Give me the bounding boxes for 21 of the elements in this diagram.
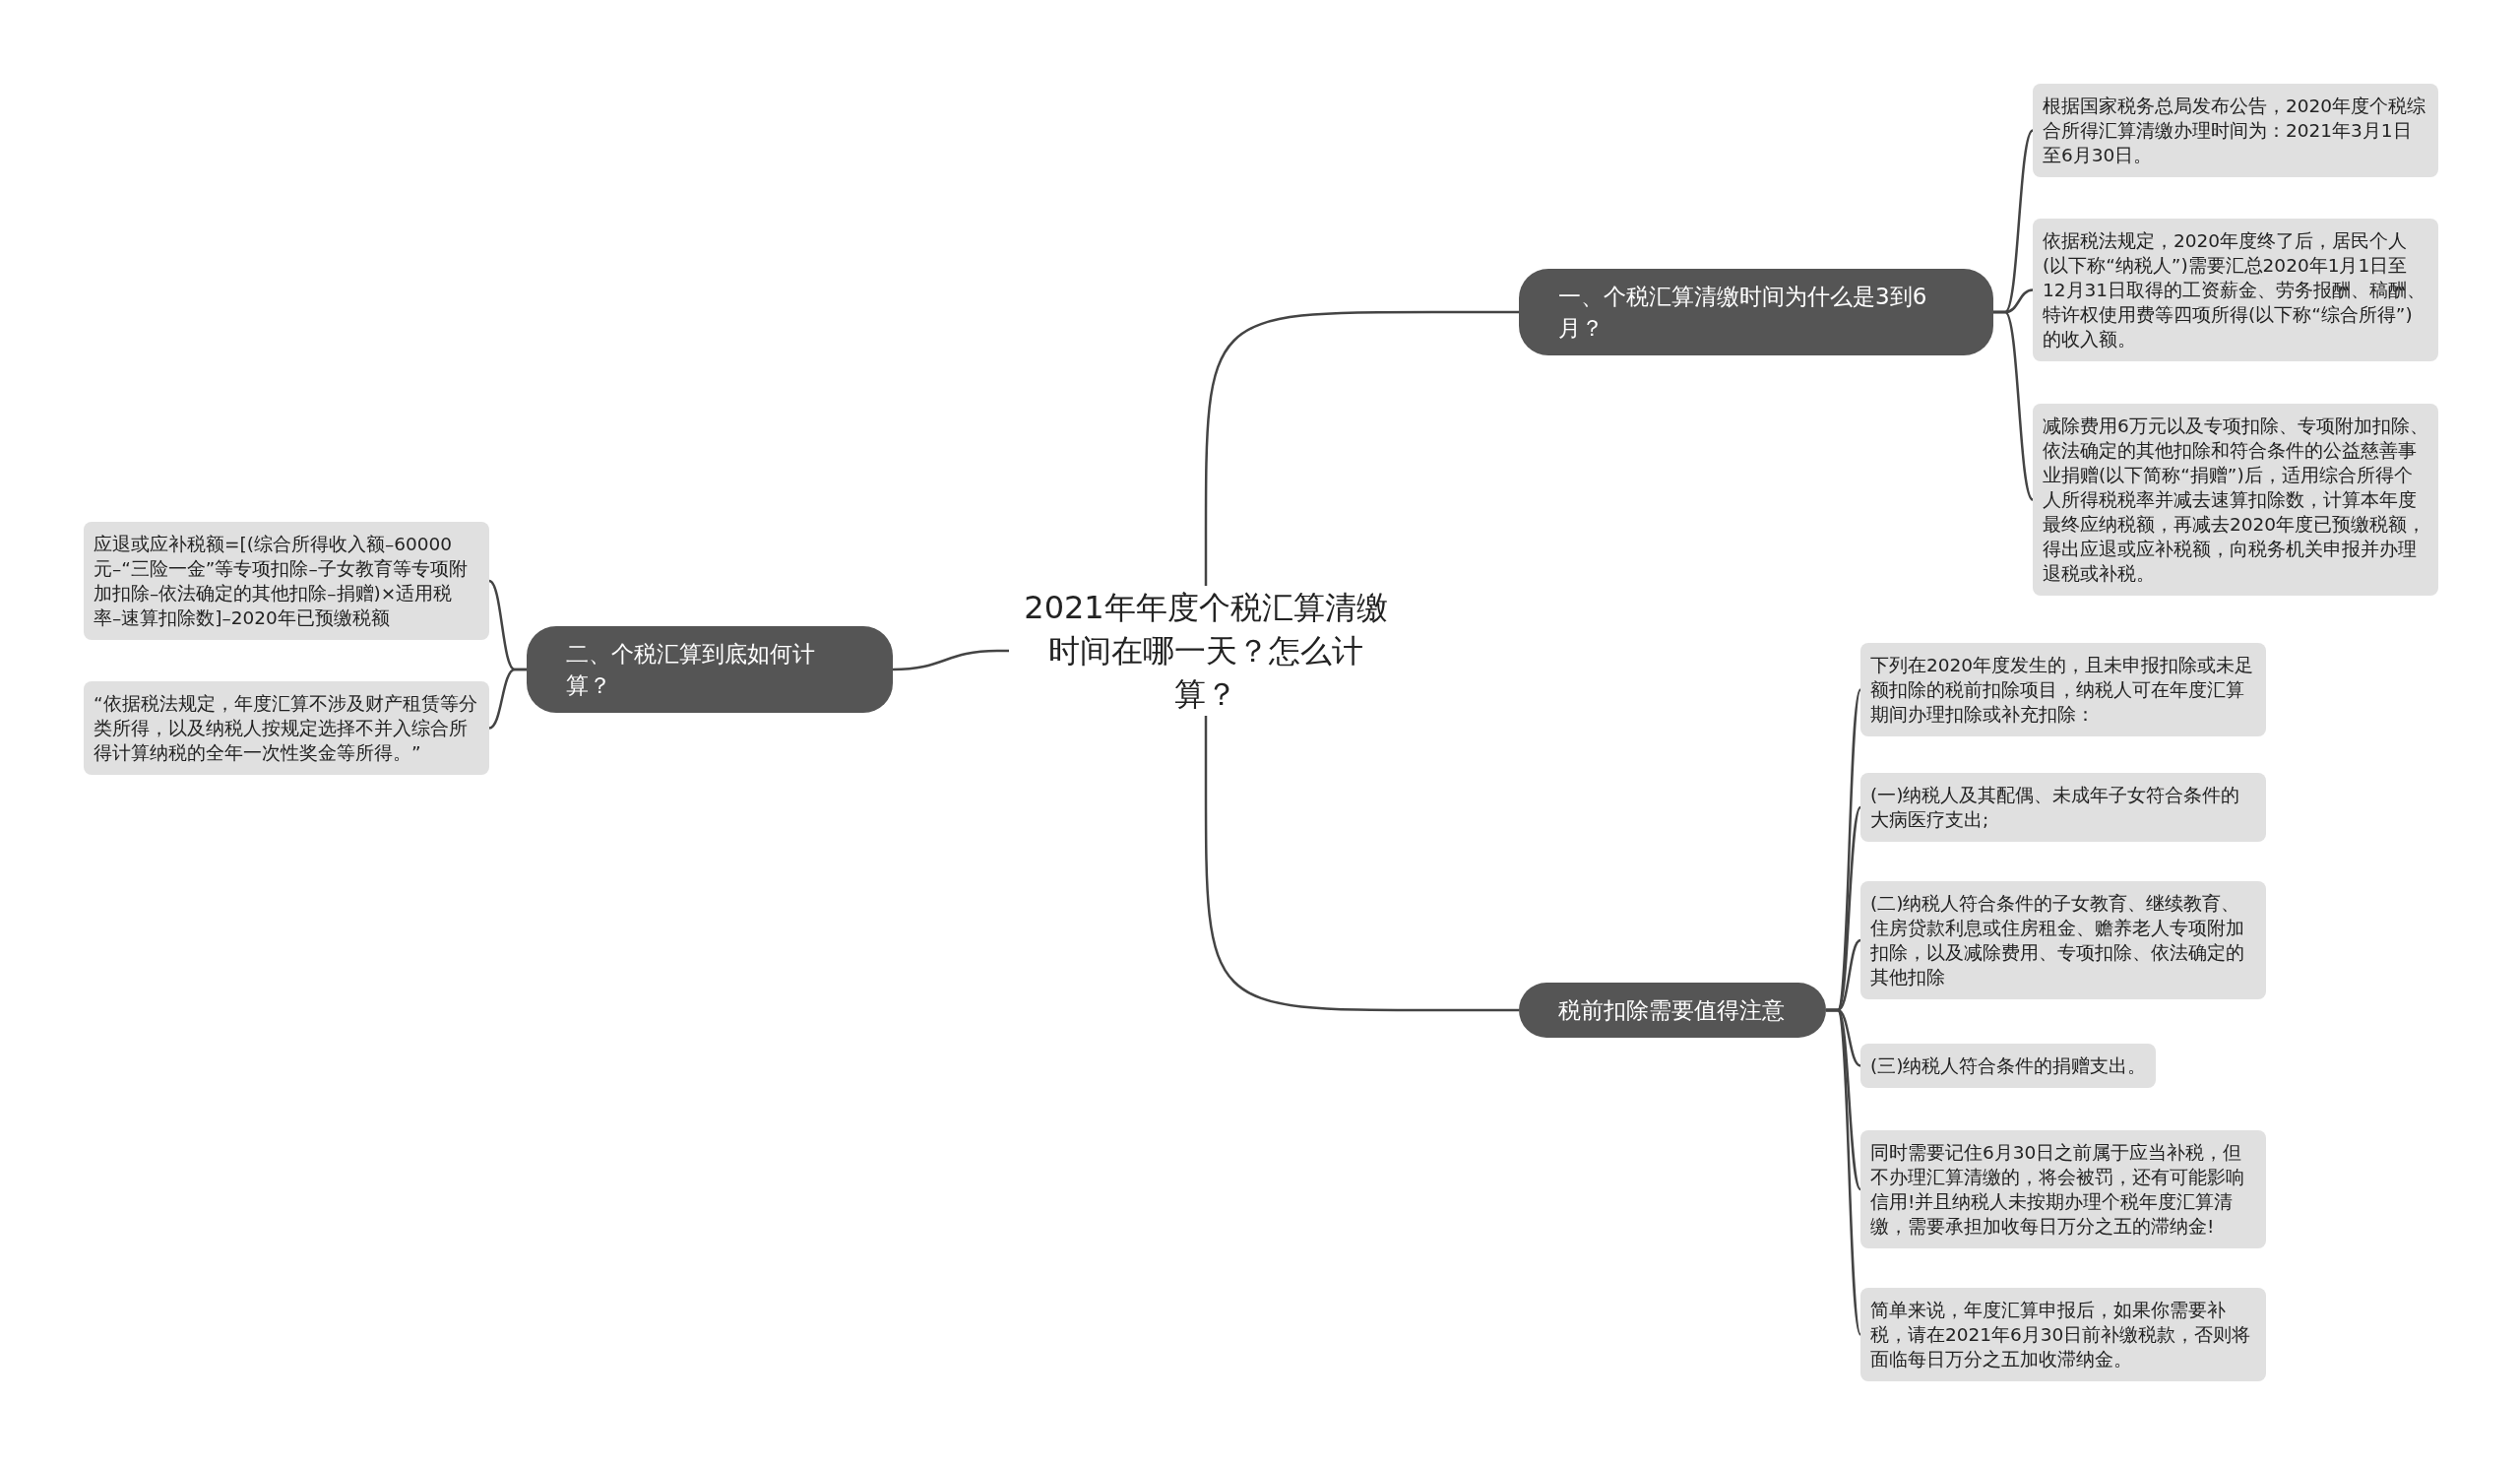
topic-pill: 税前扣除需要值得注意	[1519, 983, 1826, 1038]
note-card: 同时需要记住6月30日之前属于应当补税，但不办理汇算清缴的，将会被罚，还有可能影响信用!并且纳税人未按期办理个税年度汇算清缴，需要承担加收每日万分之五的滞纳金!	[1860, 1130, 2266, 1248]
note-card: 减除费用6万元以及专项扣除、专项附加扣除、依法确定的其他扣除和符合条件的公益慈善事业捐赠(以下简称“捐赠”)后，适用综合所得个人所得税税率并减去速算扣除数，计算本年度最终应纳税额，再减去2020年度已预缴税额，得出应退或应补税额，向税务机关申报并办理退税或补税。	[2033, 404, 2438, 596]
note-card: 依据税法规定，2020年度终了后，居民个人(以下称“纳税人”)需要汇总2020年1月1日至12月31日取得的工资薪金、劳务报酬、稿酬、特许权使用费等四项所得(以下称“综合所得”)的收入额。	[2033, 219, 2438, 361]
note-card: 应退或应补税额=[(综合所得收入额–60000元–“三险一金”等专项扣除–子女教育等专项附加扣除–依法确定的其他扣除–捐赠)×适用税率–速算扣除数]–2020年已预缴税额	[84, 522, 489, 640]
central-topic: 2021年年度个税汇算清缴时间在哪一天？怎么计算？	[1009, 586, 1403, 716]
note-card: (一)纳税人及其配偶、未成年子女符合条件的大病医疗支出;	[1860, 773, 2266, 842]
note-card: “依据税法规定，年度汇算不涉及财产租赁等分类所得，以及纳税人按规定选择不并入综合所得计算纳税的全年一次性奖金等所得。”	[84, 681, 489, 775]
note-card: 下列在2020年度发生的，且未申报扣除或未足额扣除的税前扣除项目，纳税人可在年度汇算期间办理扣除或补充扣除：	[1860, 643, 2266, 736]
connector-line	[892, 649, 1009, 671]
note-card: (二)纳税人符合条件的子女教育、继续教育、住房贷款利息或住房租金、赡养老人专项附加扣除，以及减除费用、专项扣除、依法确定的其他扣除	[1860, 881, 2266, 999]
note-card: 简单来说，年度汇算申报后，如果你需要补税，请在2021年6月30日前补缴税款，否则将面临每日万分之五加收滞纳金。	[1860, 1288, 2266, 1381]
connector-line	[1204, 310, 1519, 586]
topic-pill: 一、个税汇算清缴时间为什么是3到6月？	[1519, 269, 1993, 355]
topic-pill: 二、个税汇算到底如何计算？	[527, 626, 893, 713]
connector-line	[1204, 716, 1519, 1012]
connector-line	[1993, 310, 2034, 501]
note-card: 根据国家税务总局发布公告，2020年度个税综合所得汇算清缴办理时间为：2021年3月1日至6月30日。	[2033, 84, 2438, 177]
note-card: (三)纳税人符合条件的捐赠支出。	[1860, 1044, 2157, 1088]
connector-line	[488, 668, 527, 730]
connector-line	[1826, 1008, 1862, 1335]
